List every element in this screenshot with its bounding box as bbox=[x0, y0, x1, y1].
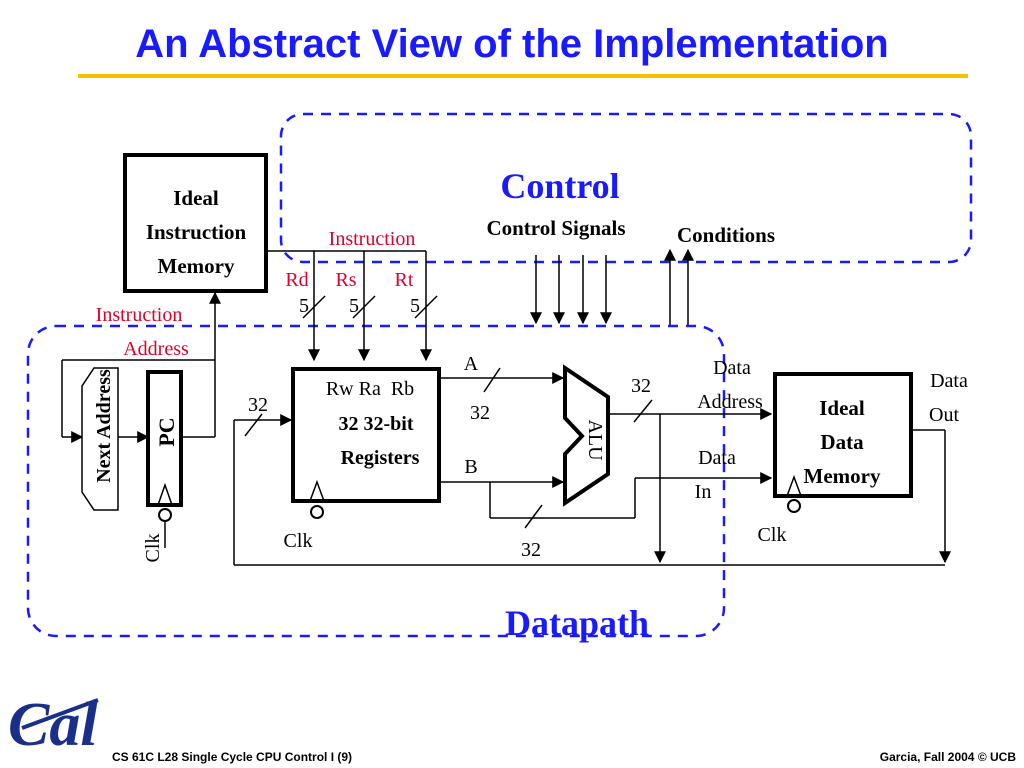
control-signal-arrows bbox=[530, 255, 612, 325]
pc-label: PC bbox=[154, 417, 179, 446]
data-memory-line3: Memory bbox=[804, 464, 881, 488]
rt-bus-width: 5 bbox=[410, 295, 420, 317]
data-memory-clock-bubble bbox=[787, 499, 801, 513]
register-line2: Registers bbox=[341, 447, 420, 469]
instruction-memory-box bbox=[123, 153, 268, 293]
rd-bus-width: 5 bbox=[299, 295, 309, 317]
instruction-bus bbox=[266, 250, 438, 362]
register-line1: 32 32-bit bbox=[339, 413, 414, 435]
data-out-line1: Data bbox=[930, 370, 968, 392]
footer-credit: Garcia, Fall 2004 © UCB bbox=[879, 750, 1016, 764]
register-clk-label: Clk bbox=[284, 530, 313, 552]
data-memory-clock-edge bbox=[786, 474, 802, 497]
rt-label: Rt bbox=[395, 269, 414, 291]
rs-label: Rs bbox=[335, 269, 356, 291]
instruction-memory-line3: Memory bbox=[158, 254, 235, 278]
data-out-line2: Out bbox=[929, 404, 959, 426]
register-file-box bbox=[291, 367, 441, 503]
alu-output-bus bbox=[608, 399, 773, 564]
condition-arrows bbox=[664, 248, 694, 325]
pc-clock-bubble bbox=[158, 508, 172, 522]
register-clock-edge bbox=[309, 479, 325, 502]
data-memory-line2: Data bbox=[820, 430, 864, 454]
instruction-memory-line2: Instruction bbox=[146, 220, 247, 244]
register-clock-bubble bbox=[310, 505, 324, 519]
writeback-bus bbox=[233, 413, 945, 566]
bus-a-width: 32 bbox=[470, 402, 490, 424]
conditions-label: Conditions bbox=[677, 223, 775, 247]
control-signals-label: Control Signals bbox=[486, 216, 625, 240]
data-memory-clk-label: Clk bbox=[758, 524, 787, 546]
pc-clock-edge bbox=[157, 482, 173, 506]
rd-label: Rd bbox=[285, 269, 308, 291]
data-address-line1: Data bbox=[713, 357, 751, 379]
instruction-address-wire bbox=[61, 291, 221, 443]
ab-buses bbox=[441, 367, 773, 529]
slide-title: An Abstract View of the Implementation bbox=[135, 22, 889, 66]
instruction-address-line1: Instruction bbox=[96, 304, 183, 326]
data-address-line2: Address bbox=[697, 391, 763, 413]
cal-logo-swash bbox=[21, 698, 99, 730]
control-region bbox=[279, 112, 973, 264]
bus-b-width: 32 bbox=[521, 539, 541, 561]
title-underline bbox=[78, 74, 968, 78]
control-label: Control bbox=[500, 166, 619, 206]
register-out-a-label: A bbox=[464, 353, 479, 375]
pc-clk-label: Clk bbox=[142, 534, 164, 563]
rs-bus-width: 5 bbox=[349, 295, 359, 317]
register-in-bus-width: 32 bbox=[248, 394, 268, 416]
next-address-label: Next Address bbox=[93, 369, 115, 483]
data-memory-line1: Ideal bbox=[819, 396, 865, 420]
register-ports-label: Rw Ra Rb bbox=[326, 378, 414, 400]
datapath-label: Datapath bbox=[505, 603, 649, 643]
alu-label: ALU bbox=[584, 419, 606, 461]
footer-course: CS 61C L28 Single Cycle CPU Control I (9… bbox=[112, 750, 353, 764]
instruction-address-line2: Address bbox=[123, 338, 189, 360]
alu-out-bus-width: 32 bbox=[631, 375, 651, 397]
data-memory-box bbox=[773, 372, 913, 498]
cal-logo-text: Cal bbox=[8, 691, 98, 759]
data-out-wire bbox=[913, 429, 951, 564]
next-address-box bbox=[81, 367, 119, 511]
alu-shape bbox=[563, 364, 610, 507]
data-in-line1: Data bbox=[698, 447, 736, 469]
instruction-memory-line1: Ideal bbox=[173, 186, 219, 210]
cal-logo: Cal bbox=[8, 691, 99, 759]
register-out-b-label: B bbox=[464, 456, 477, 478]
data-in-line2: In bbox=[695, 481, 712, 503]
instruction-label: Instruction bbox=[329, 228, 416, 250]
datapath-region bbox=[26, 324, 726, 638]
pc-box bbox=[146, 370, 183, 507]
